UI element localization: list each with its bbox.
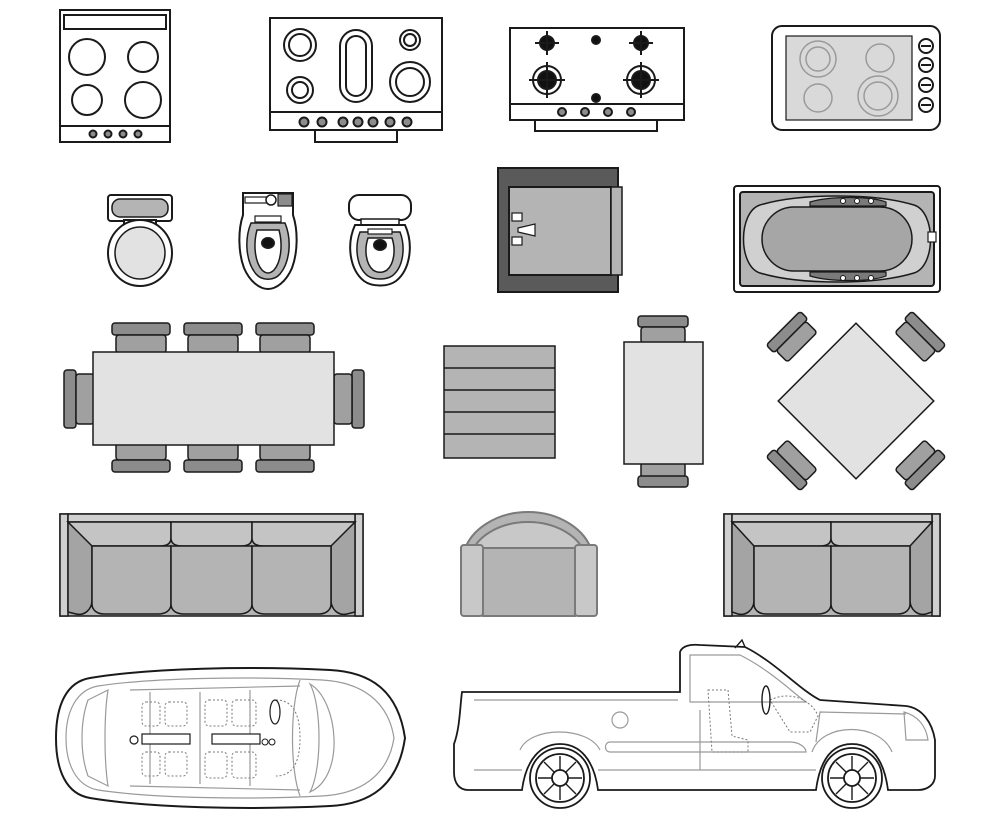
toilet-icon [348,194,412,287]
toilet-icon [107,194,173,287]
table-icon [623,315,704,488]
induction-hob-icon [771,25,941,131]
dining-table-icon [63,322,365,473]
shower-icon [497,167,623,293]
sofa-icon [59,513,364,617]
bathtub-icon [733,185,941,293]
truck-icon [453,638,936,809]
toilet-icon [238,192,298,291]
car-icon [54,667,407,809]
stove-icon [59,9,171,143]
table-icon [766,311,946,491]
range-icon [269,17,443,143]
drawers-icon [443,345,556,459]
sofa-icon [723,513,941,617]
gas-hob-icon [509,27,685,132]
armchair-icon [460,510,598,617]
